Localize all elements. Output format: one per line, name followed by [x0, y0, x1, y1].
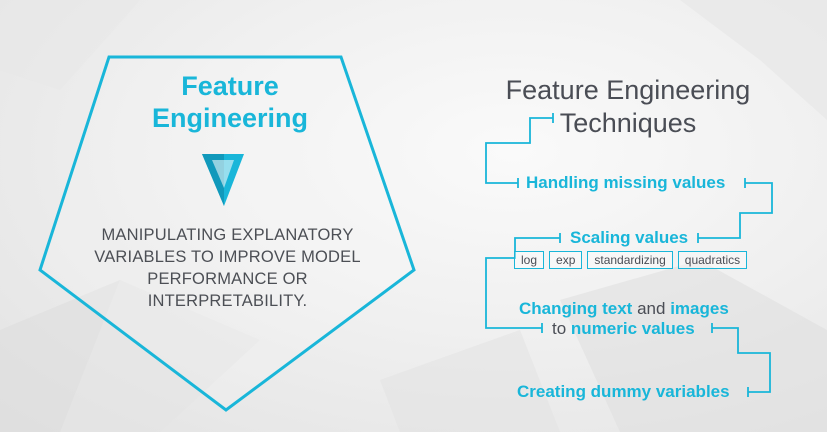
connector-missing-scaling — [698, 182, 773, 239]
connector-scaling-changing — [485, 237, 560, 329]
tag-log: log — [514, 251, 545, 269]
scaling-tags: log exp standardizing quadratics — [514, 251, 748, 269]
changing-numeric: numeric values — [570, 319, 695, 338]
technique-changing-line1: Changing text and images — [519, 299, 729, 319]
techniques-title-line2: Techniques — [559, 108, 697, 138]
techniques-title-line1: Feature Engineering — [505, 75, 751, 105]
techniques-title: Feature Engineering Techniques — [478, 74, 778, 140]
arrow-down-icon — [202, 154, 244, 206]
card-definition: MANIPULATING EXPLANATORY VARIABLES TO IM… — [94, 226, 361, 310]
changing-and: and — [637, 299, 666, 318]
technique-missing-values: Handling missing values — [526, 173, 726, 192]
technique-dummy-variables: Creating dummy variables — [517, 382, 730, 401]
tag-standardizing: standardizing — [587, 251, 673, 269]
card-title-line1: Feature — [181, 71, 279, 101]
connector-title-missing — [485, 117, 553, 184]
card-title: Feature Engineering — [120, 70, 340, 134]
connector-changing-dummy — [712, 327, 771, 393]
changing-to: to — [552, 319, 567, 338]
changing-text: Changing text — [519, 299, 633, 318]
technique-changing-line2: to numeric values — [552, 319, 695, 339]
tag-quadratics: quadratics — [677, 251, 748, 269]
tag-exp: exp — [549, 251, 583, 269]
card-title-line2: Engineering — [151, 103, 308, 133]
technique-scaling-values: Scaling values — [570, 228, 689, 247]
changing-images: images — [670, 299, 729, 318]
